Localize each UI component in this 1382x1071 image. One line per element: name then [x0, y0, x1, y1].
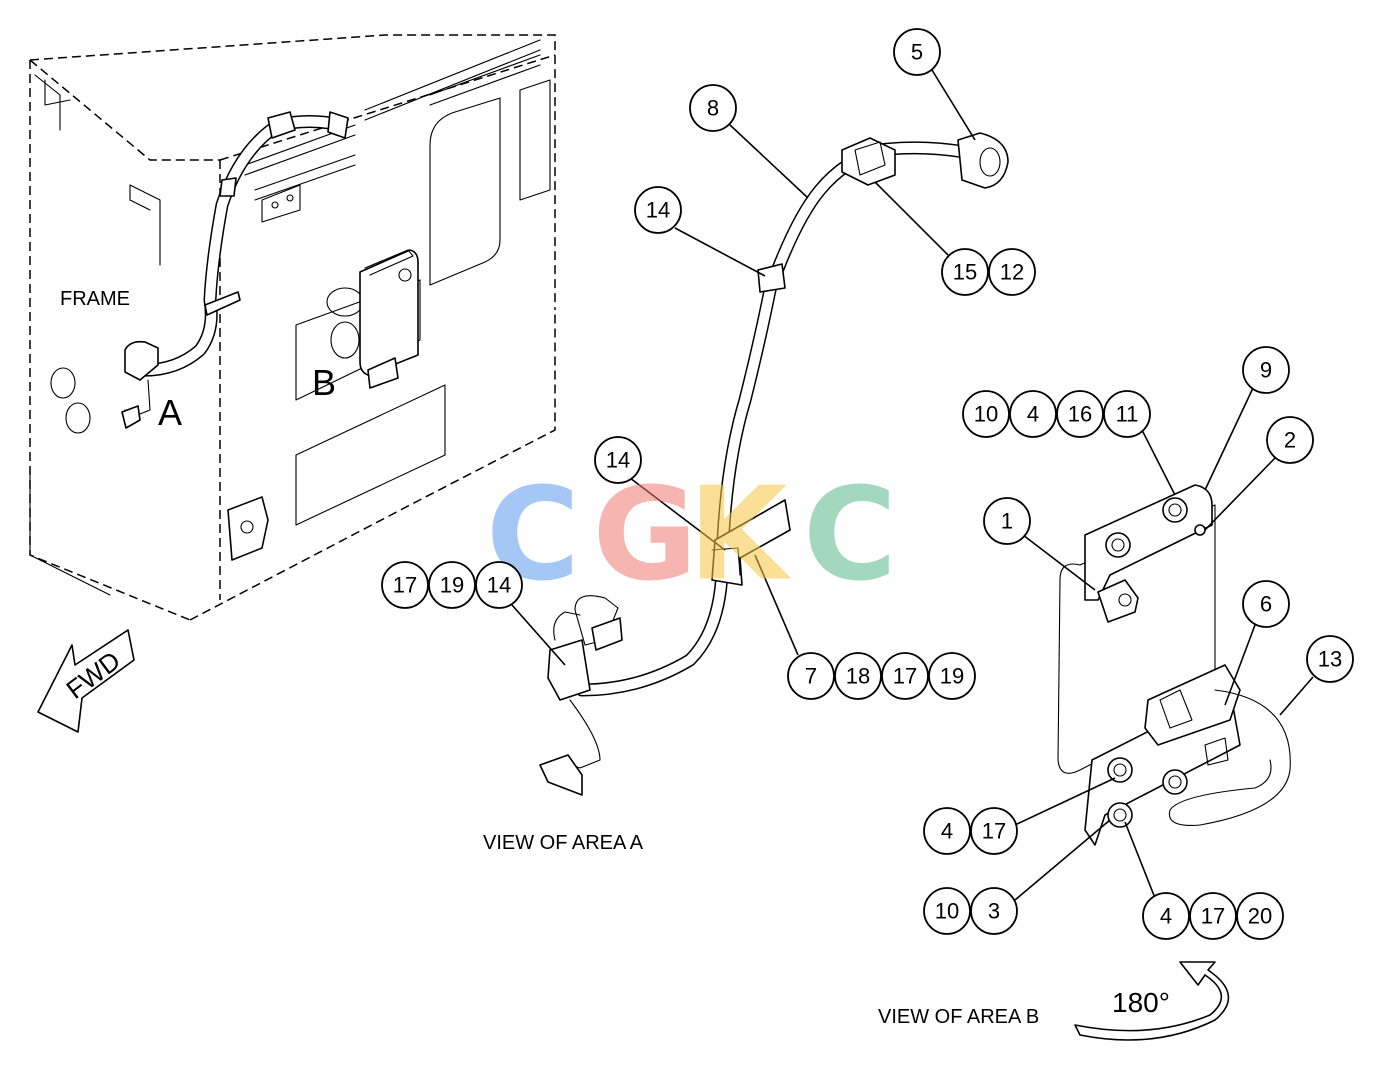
callout-bubble [787, 652, 835, 700]
callout-bubble [1236, 892, 1284, 940]
callout-group-c12: 6 [1242, 580, 1290, 628]
callout-bubble [928, 652, 976, 700]
callout-number: 11 [1116, 402, 1139, 427]
callout-group-c10: 2 [1266, 416, 1314, 464]
callout-bubble [1266, 416, 1314, 464]
frame-overview: FRAME A B FWD [29, 34, 556, 733]
callout-group-c14: 4 17 [923, 807, 1018, 855]
callout-number: 17 [893, 664, 917, 689]
callout-bubble [1306, 635, 1354, 683]
callout-bubble [834, 652, 882, 700]
callout-bubble [988, 248, 1036, 296]
callout-bubble [475, 561, 523, 609]
callout-bubble [1242, 346, 1290, 394]
area-a-label: A [158, 392, 182, 433]
rotation-label: 180° [1112, 987, 1170, 1018]
callout-number: 14 [606, 448, 630, 473]
callout-bubble [1103, 390, 1151, 438]
callout-number: 9 [1260, 358, 1272, 383]
callout-number: 4 [1160, 904, 1172, 929]
callout-bubble [962, 390, 1010, 438]
callout-bubble [1242, 580, 1290, 628]
frame-label: FRAME [60, 288, 130, 310]
callout-group-c6: 17 19 14 [381, 561, 523, 609]
callout-number: 19 [940, 664, 964, 689]
callout-bubble [970, 807, 1018, 855]
watermark-letter: G [592, 461, 697, 610]
callout-group-c8: 9 [1242, 346, 1290, 394]
callout-group-c2: 8 [689, 84, 737, 132]
callout-bubble [983, 497, 1031, 545]
callout-bubble [923, 887, 971, 935]
area-b-label: B [312, 362, 336, 403]
callout-number: 20 [1248, 904, 1272, 929]
view-b-label: VIEW OF AREA B [878, 1006, 1039, 1028]
callout-number: 14 [646, 198, 670, 223]
callout-number: 12 [1000, 260, 1024, 285]
callout-number: 14 [487, 573, 511, 598]
callout-bubble [1142, 892, 1190, 940]
callout-number: 4 [941, 819, 953, 844]
callout-bubble [381, 561, 429, 609]
callout-bubble [893, 28, 941, 76]
callout-bubble [689, 84, 737, 132]
callout-group-c3: 14 [634, 186, 682, 234]
callout-bubble [1056, 390, 1104, 438]
callout-group-c13: 13 [1306, 635, 1354, 683]
callout-number: 4 [1027, 402, 1039, 427]
callout-bubble [428, 561, 476, 609]
callout-bubble [923, 807, 971, 855]
leader-lines [511, 69, 1314, 901]
callout-group-c9: 10 4 16 11 [962, 390, 1151, 438]
callout-bubble [881, 652, 929, 700]
callout-number: 10 [935, 899, 959, 924]
callout-number: 17 [1201, 904, 1225, 929]
callout-number: 17 [982, 819, 1006, 844]
callout-group-c15: 10 3 [923, 887, 1018, 935]
callout-number: 6 [1260, 592, 1272, 617]
callout-number: 15 [953, 260, 977, 285]
callout-group-c1: 5 [893, 28, 941, 76]
callout-bubble [594, 436, 642, 484]
view-area-b: 180° VIEW OF AREA B [878, 484, 1291, 1041]
callout-group-c7: 7 18 17 19 [787, 652, 976, 700]
callout-number: 3 [988, 899, 1000, 924]
callout-group-c11: 1 [983, 497, 1031, 545]
view-area-a: VIEW OF AREA A [483, 132, 1009, 854]
callout-bubble [634, 186, 682, 234]
callout-number: 1 [1001, 509, 1013, 534]
callout-group-c16: 4 17 20 [1142, 892, 1284, 940]
callout-number: 8 [707, 96, 719, 121]
callout-number: 19 [440, 573, 464, 598]
callout-number: 2 [1284, 428, 1296, 453]
callout-bubble [1009, 390, 1057, 438]
callout-number: 16 [1068, 402, 1092, 427]
callout-number: 18 [846, 664, 870, 689]
callout-number: 5 [911, 40, 923, 65]
callout-number: 17 [393, 573, 417, 598]
watermark-letter: K [688, 461, 792, 610]
watermark-letter: C [803, 461, 897, 610]
callout-group-c5: 14 [594, 436, 642, 484]
callout-bubble [941, 248, 989, 296]
callout-bubble [1189, 892, 1237, 940]
callout-number: 10 [974, 402, 998, 427]
callout-number: 7 [805, 664, 817, 689]
view-a-label: VIEW OF AREA A [483, 832, 644, 854]
callout-bubble [970, 887, 1018, 935]
fwd-arrow-icon: FWD [37, 629, 135, 733]
callout-number: 13 [1318, 647, 1342, 672]
